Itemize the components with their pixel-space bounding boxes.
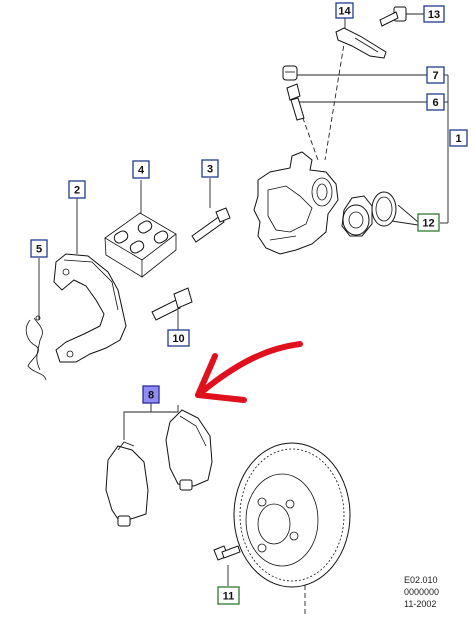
svg-text:4: 4 bbox=[138, 165, 145, 177]
bleed-cap-part-7 bbox=[282, 65, 298, 81]
callout-14: 14 bbox=[335, 2, 354, 19]
wear-sensor-wire-part-5 bbox=[25, 315, 47, 381]
carrier-bolt-part-10 bbox=[151, 287, 193, 321]
callout-6: 6 bbox=[426, 93, 445, 111]
svg-text:12: 12 bbox=[422, 218, 434, 230]
slide-pin-kit-part-4 bbox=[104, 212, 177, 278]
caliper-body bbox=[253, 151, 339, 255]
svg-text:10: 10 bbox=[172, 333, 184, 345]
drawing-date: 11-2002 bbox=[404, 599, 437, 609]
callout-10: 10 bbox=[167, 329, 190, 347]
svg-text:13: 13 bbox=[428, 9, 440, 21]
callout-5: 5 bbox=[30, 239, 48, 258]
callout-1: 1 bbox=[449, 129, 468, 147]
brake-pads-part-8 bbox=[105, 409, 213, 527]
bolt-part-13 bbox=[379, 6, 407, 27]
leader-lines bbox=[38, 13, 449, 617]
disc-screw-part-11 bbox=[213, 545, 241, 561]
callout-11: 11 bbox=[217, 586, 240, 605]
caliper-carrier-part-2 bbox=[53, 253, 127, 363]
bleed-screw-part-6 bbox=[286, 83, 305, 121]
svg-text:5: 5 bbox=[36, 244, 42, 256]
callout-2: 2 bbox=[68, 180, 86, 199]
callout-4: 4 bbox=[132, 160, 150, 179]
svg-text:11: 11 bbox=[223, 591, 235, 603]
svg-text:8: 8 bbox=[148, 390, 154, 402]
svg-text:1: 1 bbox=[455, 133, 461, 145]
callout-3: 3 bbox=[201, 159, 219, 178]
guide-pin-part-3 bbox=[191, 207, 231, 243]
drawing-reference: E02.010 0000000 11-2002 bbox=[404, 574, 439, 610]
svg-text:2: 2 bbox=[74, 185, 80, 197]
callout-13: 13 bbox=[423, 5, 445, 23]
svg-text:6: 6 bbox=[432, 97, 438, 109]
piston-seal-part-12 bbox=[341, 191, 397, 237]
drawing-number: 0000000 bbox=[404, 587, 440, 597]
svg-text:7: 7 bbox=[432, 70, 438, 82]
callouts: 14 13 7 6 1 4 3 2 bbox=[30, 2, 468, 605]
callout-8: 8 bbox=[142, 385, 160, 404]
red-arrow-annotation bbox=[195, 341, 303, 403]
svg-text:3: 3 bbox=[207, 164, 213, 176]
svg-text:14: 14 bbox=[338, 6, 351, 18]
drawing-code: E02.010 bbox=[404, 575, 438, 585]
brake-disc bbox=[233, 442, 351, 588]
bracket-part-14 bbox=[335, 27, 387, 59]
callout-7: 7 bbox=[426, 66, 445, 84]
callout-12: 12 bbox=[417, 213, 440, 232]
